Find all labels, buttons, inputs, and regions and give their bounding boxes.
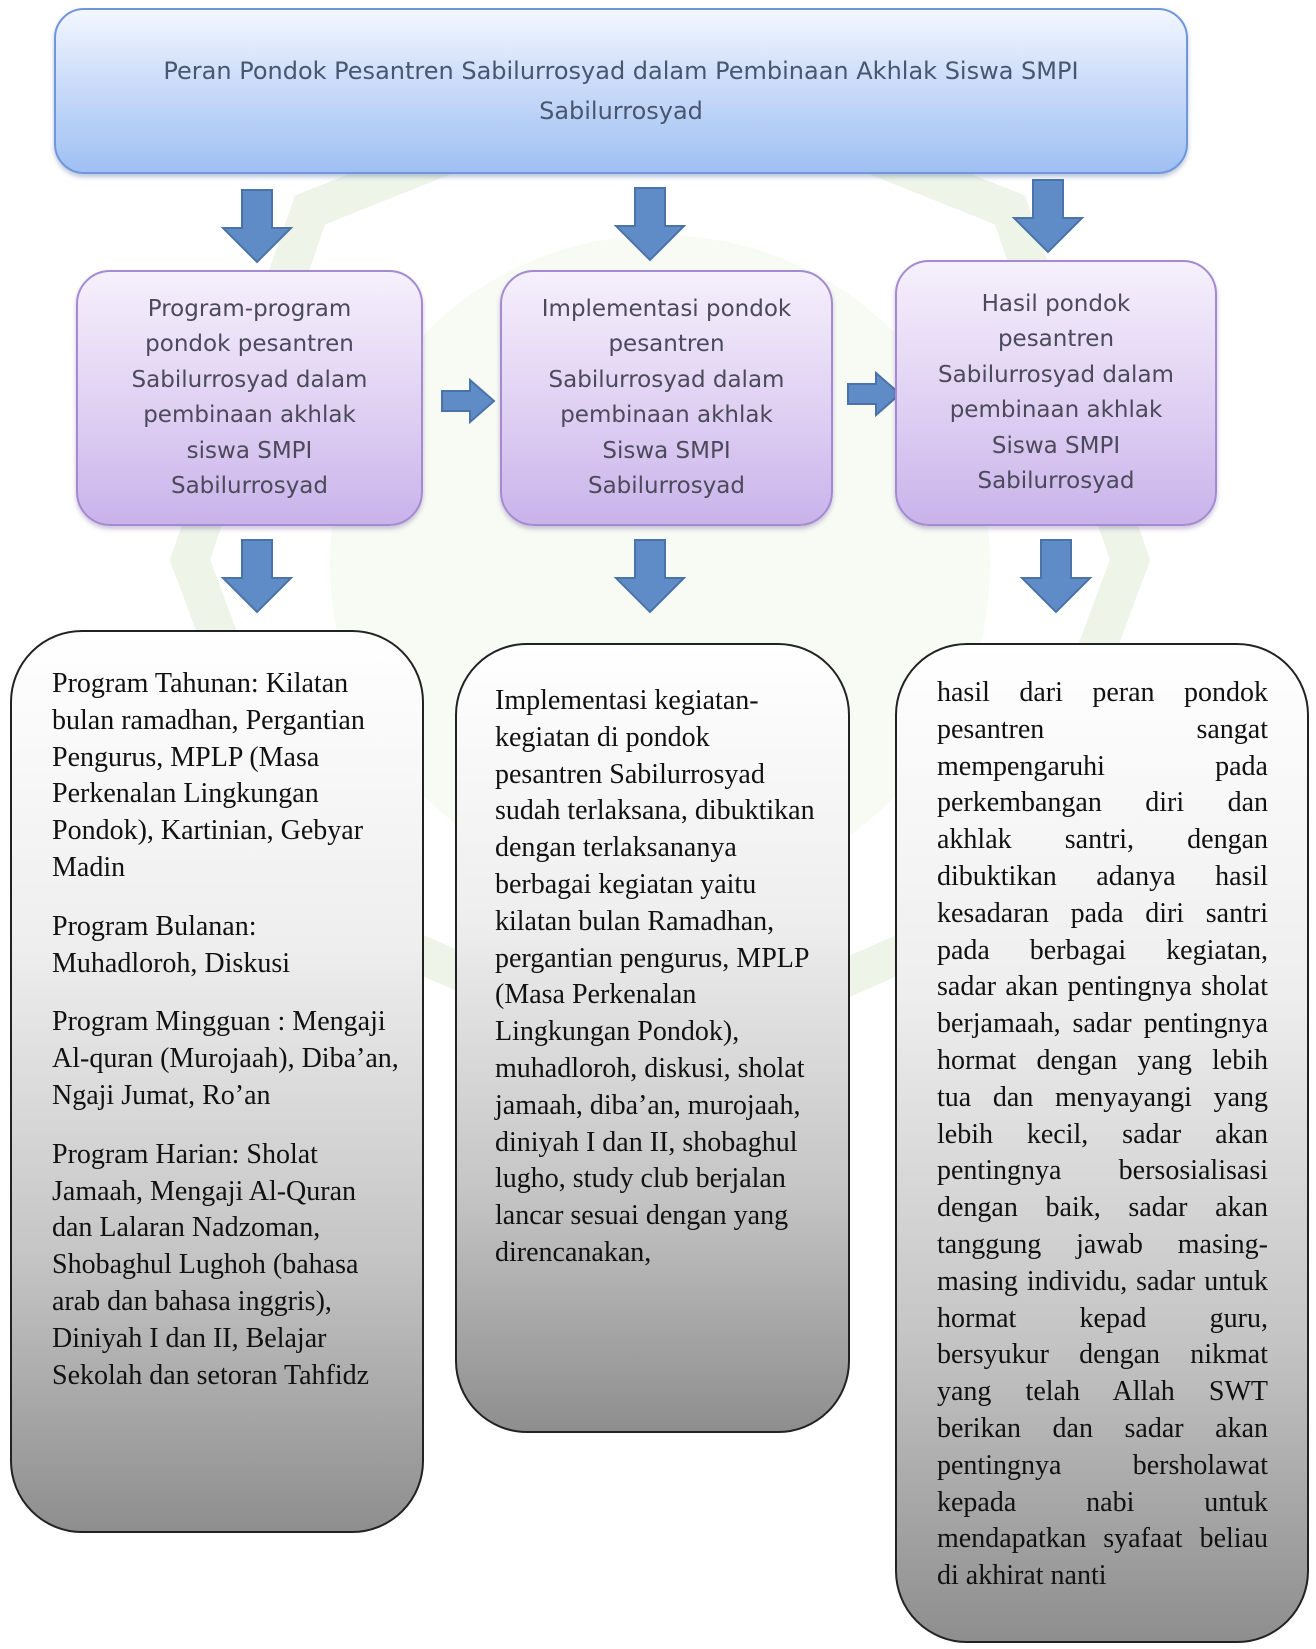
results-detail-text: hasil dari peran pondok pesantren sangat… (937, 677, 1268, 1592)
down-arrow-4 (222, 539, 292, 613)
program-annual: Program Tahunan: Kilatan bulan ramadhan,… (52, 668, 365, 883)
programs-box-text: Program-program pondok pesantren Sabilur… (131, 295, 368, 500)
down-arrow-5 (615, 539, 685, 613)
down-arrow-6 (1021, 539, 1091, 613)
programs-detail-box: Program Tahunan: Kilatan bulan ramadhan,… (10, 630, 424, 1533)
results-box-text: Hasil pondok pesantren Sabilurrosyad dal… (938, 290, 1174, 495)
implementation-detail-box: Implementasi kegiatan-kegiatan di pondok… (455, 643, 850, 1433)
right-arrow-2 (847, 372, 901, 416)
right-arrow-1 (441, 379, 495, 423)
programs-detail-text: Program Tahunan: Kilatan bulan ramadhan,… (52, 666, 402, 1416)
title-box: Peran Pondok Pesantren Sabilurrosyad dal… (54, 8, 1188, 174)
down-arrow-1 (222, 189, 292, 263)
programs-box: Program-program pondok pesantren Sabilur… (76, 270, 423, 526)
implementation-box-text: Implementasi pondok pesantren Sabilurros… (541, 295, 792, 500)
implementation-box: Implementasi pondok pesantren Sabilurros… (500, 270, 833, 526)
down-arrow-3 (1013, 179, 1083, 253)
implementation-detail-text: Implementasi kegiatan-kegiatan di pondok… (495, 685, 815, 1268)
title-text: Peran Pondok Pesantren Sabilurrosyad dal… (163, 57, 1079, 125)
down-arrow-2 (615, 187, 685, 261)
results-box: Hasil pondok pesantren Sabilurrosyad dal… (895, 260, 1217, 526)
results-detail-box: hasil dari peran pondok pesantren sangat… (895, 643, 1309, 1643)
program-monthly: Program Bulanan: Muhadloroh, Diskusi (52, 910, 290, 979)
program-daily: Program Harian: Sholat Jamaah, Mengaji A… (52, 1138, 370, 1391)
program-weekly: Program Mingguan : Mengaji Al-quran (Mur… (52, 1006, 399, 1111)
